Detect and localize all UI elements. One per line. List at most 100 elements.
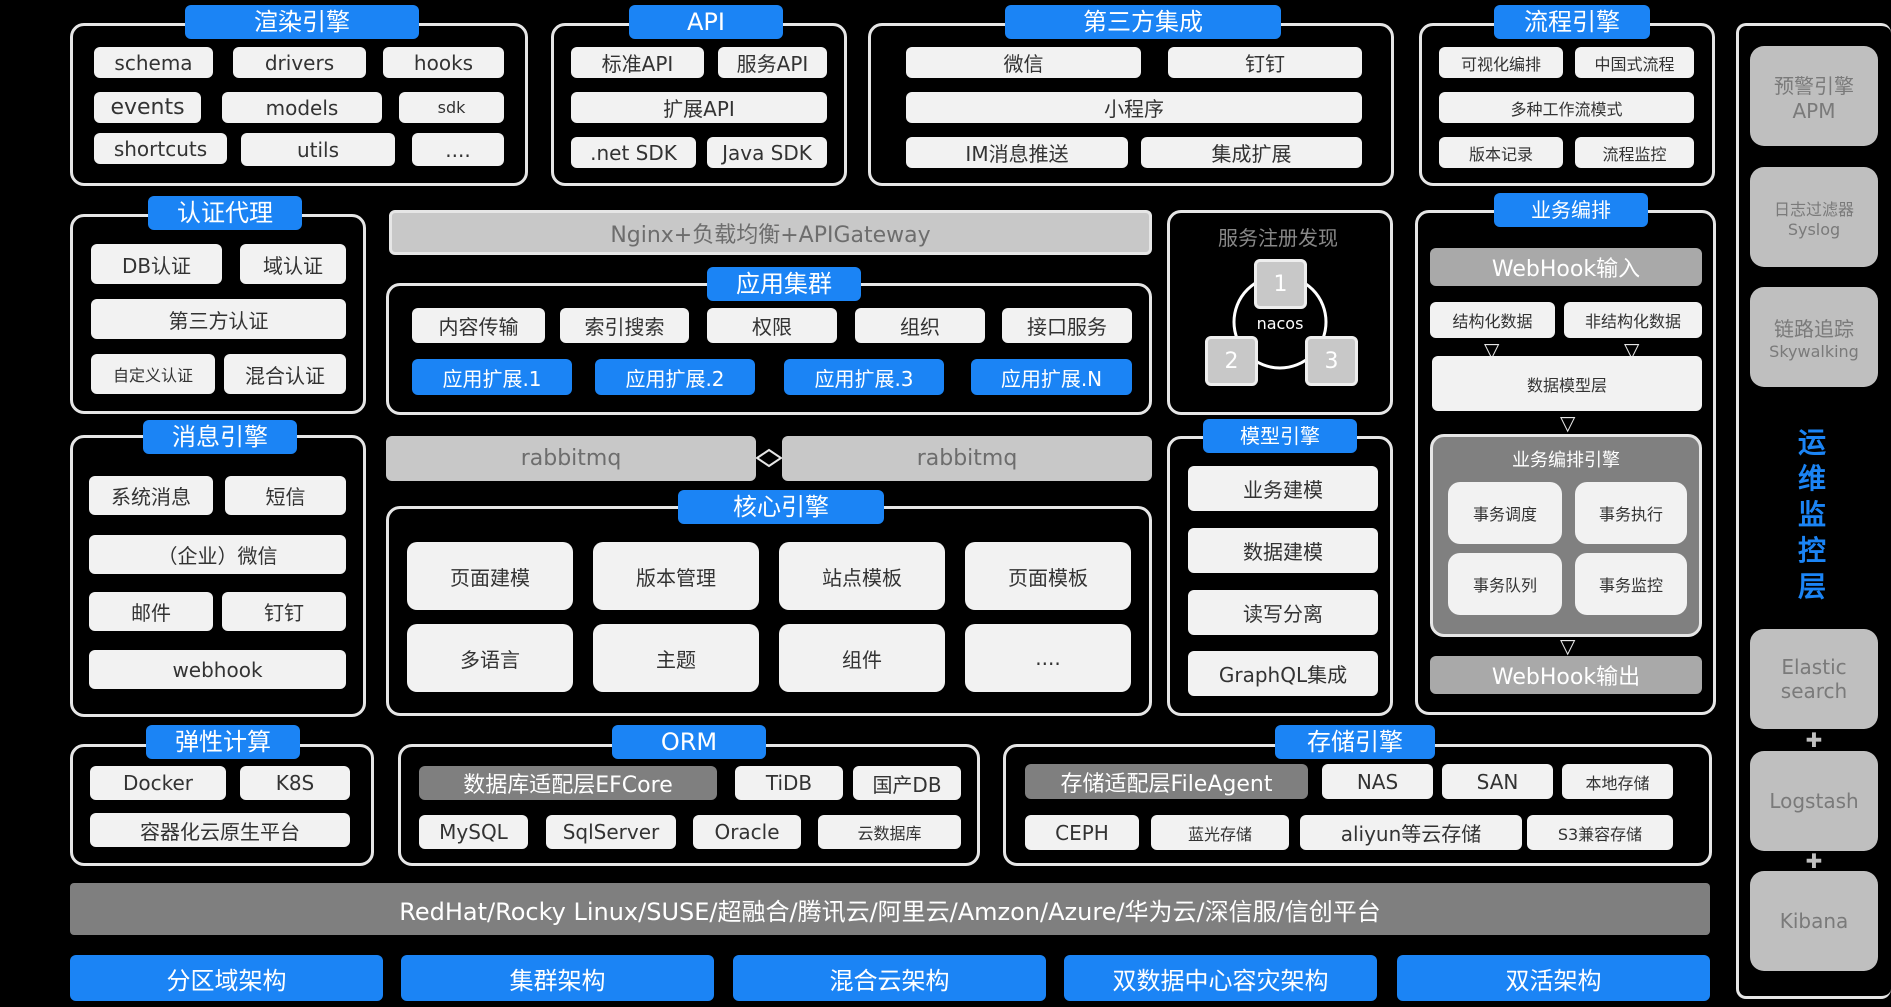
es-sub: search [1780, 679, 1848, 703]
core-item: 组件 [779, 624, 945, 692]
third-party-item: 钉钉 [1168, 47, 1362, 78]
orm-item: SqlServer [546, 815, 676, 849]
auth-item: DB认证 [91, 244, 222, 284]
plus-icon: ✚ [1805, 728, 1823, 752]
arrow-down-icon: ▽ [1624, 338, 1640, 362]
orm-item: 云数据库 [818, 815, 961, 849]
message-item: 系统消息 [89, 476, 213, 515]
storage-item: 本地存储 [1562, 764, 1673, 799]
biz-orchestration-title: 业务编排 [1494, 193, 1648, 227]
logstash-card: Logstash [1750, 751, 1878, 851]
plus-icon: ✚ [1805, 849, 1823, 873]
flow-item: 流程监控 [1575, 137, 1694, 168]
message-item: 钉钉 [222, 592, 346, 631]
storage-item: NAS [1322, 764, 1433, 799]
auth-item: 混合认证 [224, 354, 346, 394]
orm-item: 数据库适配层EFCore [419, 766, 717, 800]
elastic-item: Docker [90, 766, 226, 800]
core-engine-title: 核心引擎 [678, 490, 884, 524]
log-filter-card: 日志过滤器 Syslog [1750, 167, 1878, 267]
rabbitmq-right: rabbitmq [782, 436, 1152, 481]
biz-engine-item: 事务执行 [1575, 482, 1687, 544]
registry-node: 2 [1205, 336, 1258, 386]
biz-engine-title: 业务编排引擎 [1512, 450, 1620, 471]
trace-card: 链路追踪 Skywalking [1750, 287, 1878, 387]
rabbitmq-left: rabbitmq [386, 436, 756, 481]
ops-panel [1736, 23, 1891, 999]
orm-item: 国产DB [853, 766, 961, 800]
core-item: 主题 [593, 624, 759, 692]
cluster-ext: 应用扩展.1 [412, 359, 572, 395]
third-party-item: 集成扩展 [1141, 137, 1362, 168]
orm-item: Oracle [693, 815, 801, 849]
storage-item: SAN [1442, 764, 1553, 799]
registry-panel [1167, 210, 1393, 415]
render-item: drivers [233, 47, 366, 78]
ops-title: 运维监控层 [1797, 426, 1826, 603]
elasticsearch-card: Elastic search [1750, 629, 1878, 729]
apm-label: 预警引擎 [1774, 73, 1854, 98]
elastic-item: K8S [240, 766, 350, 800]
arch-item: 分区域架构 [70, 955, 383, 1001]
registry-title: 服务注册发现 [1218, 226, 1338, 250]
api-item: 扩展API [571, 92, 827, 123]
trace-label: 链路追踪 [1774, 317, 1854, 341]
message-item: 短信 [225, 476, 346, 515]
apm-sub: APM [1792, 98, 1836, 123]
cluster-item: 权限 [707, 308, 837, 343]
api-item: 服务API [718, 47, 827, 78]
logstash-label: Logstash [1769, 789, 1859, 813]
message-engine-title: 消息引擎 [143, 420, 297, 454]
platform-bar: RedHat/Rocky Linux/SUSE/超融合/腾讯云/阿里云/Amzo… [70, 883, 1710, 935]
core-item: 多语言 [407, 624, 573, 692]
core-item: 版本管理 [593, 542, 759, 610]
auth-item: 自定义认证 [91, 354, 215, 394]
render-item: shortcuts [94, 133, 227, 164]
auth-proxy-title: 认证代理 [148, 196, 302, 230]
unstructured-data: 非结构化数据 [1564, 302, 1702, 338]
third-party-item: 微信 [906, 47, 1141, 78]
storage-item: aliyun等云存储 [1300, 815, 1522, 850]
render-item: utils [241, 133, 395, 166]
render-item: sdk [399, 92, 504, 123]
registry-center-label: nacos [1256, 314, 1304, 333]
flow-item: 中国式流程 [1575, 47, 1694, 78]
app-cluster-title: 应用集群 [707, 267, 861, 301]
webhook-output: WebHook输出 [1430, 656, 1702, 694]
webhook-input: WebHook输入 [1430, 248, 1702, 286]
core-item: 站点模板 [779, 542, 945, 610]
message-item: （企业）微信 [89, 535, 346, 574]
render-item: events [94, 92, 201, 123]
model-item: 数据建模 [1188, 528, 1378, 573]
model-item: GraphQL集成 [1188, 651, 1378, 696]
model-engine-title: 模型引擎 [1203, 419, 1357, 453]
biz-engine-item: 事务调度 [1448, 482, 1562, 544]
core-item: 页面建模 [407, 542, 573, 610]
kibana-card: Kibana [1750, 871, 1878, 971]
arch-item: 混合云架构 [733, 955, 1046, 1001]
flow-item: 多种工作流模式 [1439, 92, 1694, 123]
auth-item: 域认证 [240, 244, 346, 284]
arrow-down-icon: ▽ [1484, 338, 1500, 362]
render-engine-title: 渲染引擎 [185, 5, 419, 39]
flow-item: 可视化编排 [1439, 47, 1563, 78]
cluster-ext: 应用扩展.3 [784, 359, 944, 395]
registry-node: 3 [1305, 336, 1358, 386]
trace-sub: Skywalking [1769, 342, 1859, 361]
cluster-item: 内容传输 [412, 308, 545, 343]
diamond-connector-icon [756, 448, 782, 468]
api-item: 标准API [571, 47, 704, 78]
biz-engine-item: 事务监控 [1575, 553, 1687, 615]
auth-item: 第三方认证 [91, 299, 346, 339]
cluster-ext: 应用扩展.N [971, 359, 1132, 395]
es-label: Elastic [1781, 655, 1847, 679]
model-item: 读写分离 [1188, 590, 1378, 635]
elastic-compute-title: 弹性计算 [146, 725, 300, 759]
arch-item: 双数据中心容灾架构 [1064, 955, 1377, 1001]
storage-item: S3兼容存储 [1527, 815, 1673, 850]
kibana-label: Kibana [1779, 909, 1849, 933]
cluster-ext: 应用扩展.2 [595, 359, 755, 395]
third-party-item: IM消息推送 [906, 137, 1128, 168]
storage-item: 蓝光存储 [1151, 815, 1289, 850]
arch-item: 双活架构 [1397, 955, 1710, 1001]
